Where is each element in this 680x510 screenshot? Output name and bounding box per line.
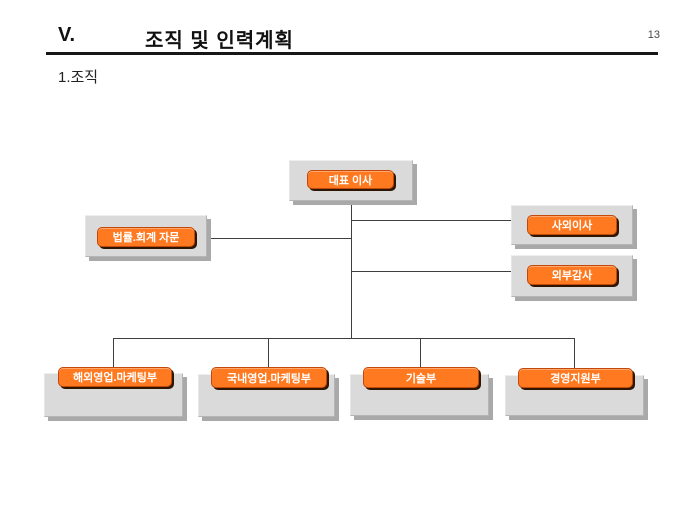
connector-from-legal-advisor (205, 238, 351, 239)
node-external-auditor[interactable]: 외부감사 (527, 265, 617, 285)
node-ceo[interactable]: 대표 이사 (307, 170, 394, 189)
node-legal-advisor[interactable]: 법률.회계 자문 (97, 227, 195, 247)
connector-to-outside-director (351, 220, 511, 221)
connector-center-vertical (351, 199, 352, 338)
node-dept-overseas-sales[interactable]: 해외영업.마케팅부 (58, 367, 172, 387)
connector-drop-dept-2 (268, 338, 269, 367)
node-dept-management-support[interactable]: 경영지원부 (518, 368, 633, 388)
connector-departments-horizontal (113, 338, 575, 339)
connector-drop-dept-3 (420, 338, 421, 367)
slide-subtitle: 1.조직 (58, 69, 99, 86)
section-number: V. (58, 24, 76, 46)
slide-title: 조직 및 인력계획 (145, 30, 294, 52)
connector-drop-dept-4 (574, 338, 575, 368)
node-dept-domestic-sales[interactable]: 국내영업.마케팅부 (211, 367, 327, 388)
connector-to-external-auditor (351, 271, 511, 272)
connector-drop-dept-1 (113, 338, 114, 367)
node-dept-technology[interactable]: 기술부 (363, 367, 479, 388)
node-outside-director[interactable]: 사외이사 (527, 215, 617, 235)
page-number: 13 (647, 29, 660, 41)
header-rule (46, 52, 658, 55)
